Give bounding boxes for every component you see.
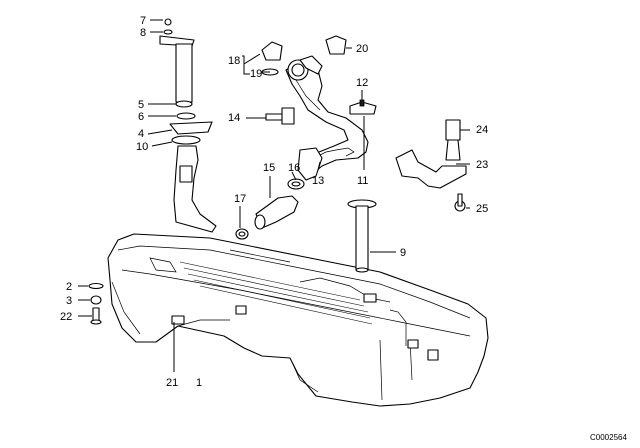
callout-9: 9 <box>400 247 406 259</box>
callout-25: 25 <box>476 203 488 215</box>
pump-tube <box>347 199 377 273</box>
diagram-code: C0002564 <box>590 433 627 442</box>
grommet-parts <box>261 35 347 76</box>
callout-18: 18 <box>228 55 240 67</box>
callout-24: 24 <box>476 124 488 136</box>
callout-17: 17 <box>234 193 246 205</box>
callout-7: 7 <box>140 15 146 27</box>
callout-21: 21 <box>166 377 178 389</box>
connection-hose <box>235 178 305 240</box>
callout-12: 12 <box>356 77 368 89</box>
callout-23: 23 <box>476 159 488 171</box>
callout-22: 22 <box>60 311 72 323</box>
callout-11: 11 <box>357 175 368 187</box>
callout-5: 5 <box>138 99 144 111</box>
callout-labels: 7 8 5 6 4 10 18 19 20 12 14 24 23 15 16 … <box>60 15 488 389</box>
screw-part <box>265 107 295 125</box>
callout-6: 6 <box>138 111 144 123</box>
tank-bracket <box>395 119 467 212</box>
callout-20: 20 <box>356 43 368 55</box>
callout-15: 15 <box>263 162 275 174</box>
callout-14: 14 <box>228 112 240 124</box>
callout-8: 8 <box>140 27 146 39</box>
fuel-sender-unit <box>159 18 217 233</box>
callout-13: 13 <box>312 175 324 187</box>
mount-hardware <box>88 282 104 325</box>
callout-16: 16 <box>288 162 300 174</box>
fuel-tank <box>107 233 489 407</box>
callout-3: 3 <box>66 295 72 307</box>
callout-1: 1 <box>196 377 202 389</box>
callout-10: 10 <box>136 141 148 153</box>
callout-19: 19 <box>250 68 262 80</box>
vent-valve <box>349 99 377 115</box>
filler-neck <box>285 55 369 181</box>
leader-lines <box>78 19 470 372</box>
callout-2: 2 <box>66 281 72 293</box>
callout-4: 4 <box>138 128 144 140</box>
